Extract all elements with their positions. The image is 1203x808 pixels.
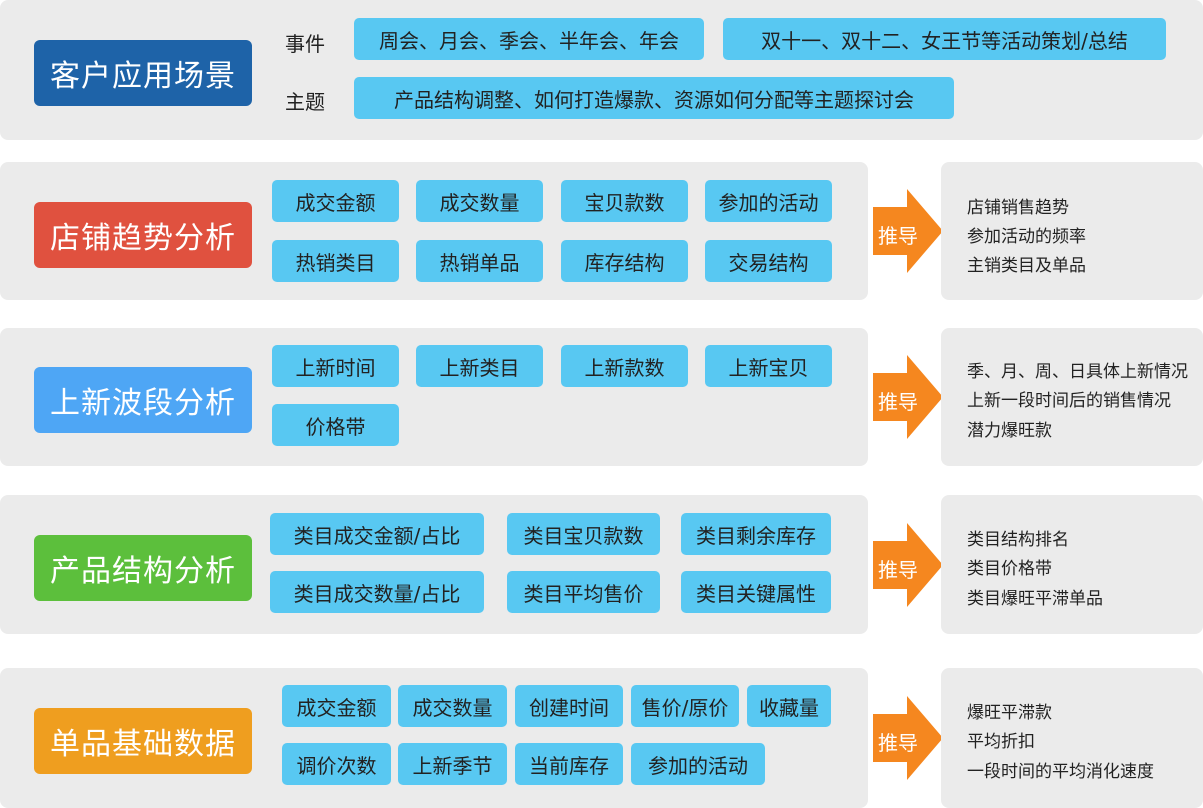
result-item: 平均折扣	[967, 732, 1035, 752]
arrow-label: 推导	[878, 390, 918, 414]
result-item: 一段时间的平均消化速度	[967, 762, 1154, 782]
metric-chip: 类目平均售价	[507, 571, 660, 613]
events-label: 事件	[285, 32, 325, 56]
metric-chip: 类目成交数量/占比	[270, 571, 484, 613]
section-panel: 店铺趋势分析 成交金额 成交数量 宝贝款数 参加的活动 热销类目 热销单品 库存…	[0, 162, 868, 300]
metric-chip: 调价次数	[282, 743, 391, 785]
metric-chip: 成交数量	[416, 180, 543, 222]
metric-chip: 上新季节	[398, 743, 507, 785]
metric-chip: 成交金额	[272, 180, 399, 222]
result-item: 类目爆旺平滞单品	[967, 589, 1103, 609]
topic-chip: 产品结构调整、如何打造爆款、资源如何分配等主题探讨会	[354, 77, 954, 119]
result-panel: 店铺销售趋势 参加活动的频率 主销类目及单品	[941, 162, 1203, 300]
topics-label: 主题	[285, 90, 325, 114]
arrow-right-icon	[873, 523, 943, 607]
arrow-right-icon	[873, 189, 943, 273]
result-panel: 季、月、周、日具体上新情况 上新一段时间后的销售情况 潜力爆旺款	[941, 328, 1203, 466]
result-item: 主销类目及单品	[967, 256, 1086, 276]
result-item: 类目价格带	[967, 559, 1052, 579]
metric-chip: 类目剩余库存	[681, 513, 831, 555]
section-panel: 产品结构分析 类目成交金额/占比 类目宝贝款数 类目剩余库存 类目成交数量/占比…	[0, 495, 868, 634]
arrow-label: 推导	[878, 224, 918, 248]
arrow-right-icon	[873, 696, 943, 780]
metric-chip: 类目关键属性	[681, 571, 831, 613]
section-title: 上新波段分析	[34, 367, 252, 433]
metric-chip: 类目宝贝款数	[507, 513, 660, 555]
event-chip: 周会、月会、季会、半年会、年会	[354, 18, 704, 60]
section-title: 单品基础数据	[34, 708, 252, 774]
result-item: 爆旺平滞款	[967, 703, 1052, 723]
metric-chip: 热销单品	[416, 240, 543, 282]
event-chip: 双十一、双十二、女王节等活动策划/总结	[723, 18, 1166, 60]
arrow-right-icon	[873, 355, 943, 439]
result-item: 上新一段时间后的销售情况	[967, 391, 1171, 411]
metric-chip: 成交金额	[282, 685, 391, 727]
section-panel: 上新波段分析 上新时间 上新类目 上新款数 上新宝贝 价格带	[0, 328, 868, 466]
metric-chip: 库存结构	[561, 240, 688, 282]
metric-chip: 价格带	[272, 404, 399, 446]
metric-chip: 成交数量	[398, 685, 507, 727]
result-item: 季、月、周、日具体上新情况	[967, 362, 1188, 382]
metric-chip: 热销类目	[272, 240, 399, 282]
metric-chip: 上新款数	[561, 345, 688, 387]
scenario-panel: 客户应用场景 事件 主题 周会、月会、季会、半年会、年会 双十一、双十二、女王节…	[0, 0, 1203, 140]
metric-chip: 类目成交金额/占比	[270, 513, 484, 555]
metric-chip: 参加的活动	[705, 180, 832, 222]
metric-chip: 售价/原价	[631, 685, 739, 727]
result-item: 店铺销售趋势	[967, 198, 1069, 218]
metric-chip: 上新类目	[416, 345, 543, 387]
metric-chip: 参加的活动	[631, 743, 765, 785]
metric-chip: 收藏量	[747, 685, 831, 727]
metric-chip: 上新宝贝	[705, 345, 832, 387]
metric-chip: 创建时间	[515, 685, 623, 727]
scenario-title: 客户应用场景	[34, 40, 252, 106]
section-title: 店铺趋势分析	[34, 202, 252, 268]
result-item: 类目结构排名	[967, 530, 1069, 550]
result-item: 参加活动的频率	[967, 227, 1086, 247]
metric-chip: 上新时间	[272, 345, 399, 387]
section-title: 产品结构分析	[34, 535, 252, 601]
section-panel: 单品基础数据 成交金额 成交数量 创建时间 售价/原价 收藏量 调价次数 上新季…	[0, 668, 868, 808]
result-panel: 爆旺平滞款 平均折扣 一段时间的平均消化速度	[941, 668, 1203, 808]
result-panel: 类目结构排名 类目价格带 类目爆旺平滞单品	[941, 495, 1203, 634]
arrow-label: 推导	[878, 558, 918, 582]
metric-chip: 宝贝款数	[561, 180, 688, 222]
result-item: 潜力爆旺款	[967, 421, 1052, 441]
metric-chip: 交易结构	[705, 240, 832, 282]
arrow-label: 推导	[878, 731, 918, 755]
metric-chip: 当前库存	[515, 743, 623, 785]
